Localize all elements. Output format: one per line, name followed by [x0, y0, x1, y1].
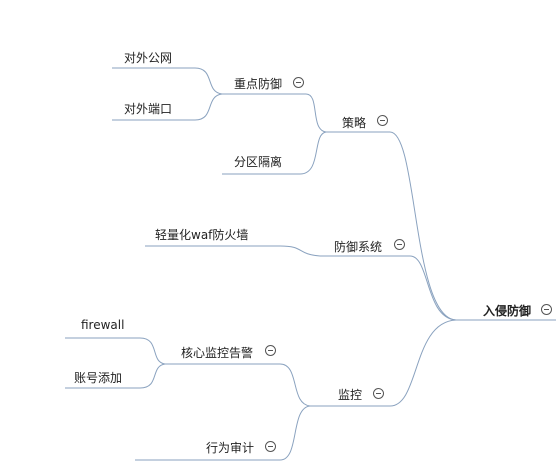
defense-system-collapse-icon[interactable]	[394, 239, 405, 250]
behavior-audit-node-label[interactable]: 行为审计	[206, 441, 255, 455]
public-network-node-label[interactable]: 对外公网	[124, 51, 173, 65]
root-node-label[interactable]: 入侵防御	[483, 304, 532, 318]
core-alert-collapse-icon[interactable]	[265, 345, 276, 356]
edge-monitoring-corealert	[279, 363, 311, 407]
strategy-collapse-icon[interactable]	[377, 115, 388, 126]
firewall-node-label[interactable]: firewall	[81, 318, 125, 332]
waf-firewall-node-label[interactable]: 轻量化waf防火墙	[155, 228, 249, 242]
monitoring-collapse-icon[interactable]	[373, 388, 384, 399]
behavior-audit-collapse-icon[interactable]	[265, 441, 276, 452]
edge-corealert-firewall	[139, 337, 166, 365]
core-alert-node-label[interactable]: 核心监控告警	[181, 346, 254, 360]
account-addition-node-label[interactable]: 账号添加	[74, 371, 123, 385]
key-defense-collapse-icon[interactable]	[293, 77, 304, 88]
edge-keydefense-publicnet	[194, 67, 223, 95]
key-defense-node-label[interactable]: 重点防御	[234, 77, 283, 91]
edge-root-defensesystem	[409, 255, 457, 321]
zone-isolation-node-label[interactable]: 分区隔离	[234, 155, 283, 169]
defense-system-node-label[interactable]: 防御系统	[334, 240, 383, 254]
edge-root-strategy	[389, 131, 457, 321]
root-collapse-icon[interactable]	[541, 304, 552, 315]
edge-corealert-account	[139, 363, 166, 389]
external-ports-node-label[interactable]: 对外端口	[124, 102, 173, 116]
monitoring-node-label[interactable]: 监控	[338, 388, 363, 402]
edge-strategy-isolation	[299, 131, 327, 175]
edge-monitoring-audit	[279, 405, 311, 461]
edge-root-monitoring	[389, 319, 457, 407]
edge-strategy-keydefense	[305, 93, 327, 133]
strategy-node-label[interactable]: 策略	[342, 116, 367, 130]
edge-keydefense-ports	[194, 93, 223, 121]
edge-defensesystem-waf	[279, 245, 321, 257]
